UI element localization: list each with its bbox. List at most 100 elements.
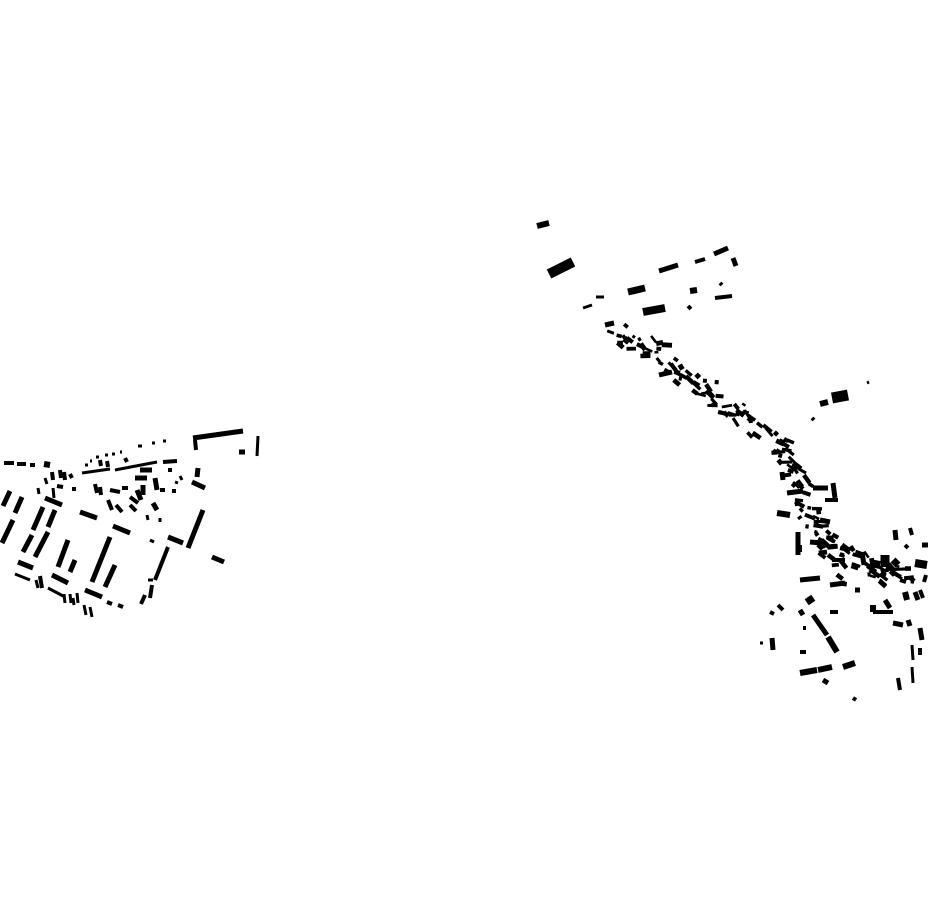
building xyxy=(604,320,615,328)
building xyxy=(830,482,838,499)
building xyxy=(36,487,41,495)
building xyxy=(826,553,836,562)
building xyxy=(839,552,845,557)
building xyxy=(684,369,693,377)
building xyxy=(831,532,840,540)
building xyxy=(730,257,739,267)
building xyxy=(67,559,78,573)
building xyxy=(117,603,124,609)
building xyxy=(721,403,733,409)
building xyxy=(894,564,900,568)
building xyxy=(62,471,67,481)
building xyxy=(887,562,897,573)
building xyxy=(718,281,724,287)
building xyxy=(678,376,683,381)
building xyxy=(694,257,706,264)
building xyxy=(852,552,862,559)
building xyxy=(902,591,910,601)
building xyxy=(869,574,877,579)
building xyxy=(128,503,138,513)
building xyxy=(102,563,118,589)
building xyxy=(807,482,815,489)
building xyxy=(704,388,716,400)
building xyxy=(150,501,160,512)
building xyxy=(58,469,63,479)
building xyxy=(731,417,740,428)
building xyxy=(799,667,818,676)
building xyxy=(30,506,46,531)
building xyxy=(81,467,111,475)
building xyxy=(805,524,810,529)
building xyxy=(88,606,94,618)
building xyxy=(751,430,762,441)
building xyxy=(98,486,103,496)
building xyxy=(792,481,801,489)
building xyxy=(546,257,576,279)
building xyxy=(139,594,147,605)
building xyxy=(56,484,64,489)
building xyxy=(802,490,812,497)
building xyxy=(152,477,160,491)
building xyxy=(643,346,653,353)
building xyxy=(68,593,73,604)
building xyxy=(211,554,225,565)
building xyxy=(917,627,925,641)
building xyxy=(842,547,851,555)
building xyxy=(802,473,812,485)
building xyxy=(790,489,796,495)
building xyxy=(781,447,792,453)
building xyxy=(890,569,902,579)
building xyxy=(627,284,646,296)
building xyxy=(162,459,178,464)
building xyxy=(776,458,784,466)
building xyxy=(850,563,860,571)
building xyxy=(877,572,884,578)
building xyxy=(859,551,867,566)
building xyxy=(819,399,829,407)
building xyxy=(20,533,35,554)
building xyxy=(663,367,672,375)
building xyxy=(912,591,921,601)
building xyxy=(877,579,888,589)
building xyxy=(918,589,925,599)
building xyxy=(804,512,816,521)
building xyxy=(655,356,662,363)
building xyxy=(661,342,673,348)
building xyxy=(89,536,113,583)
building xyxy=(831,562,840,568)
building xyxy=(145,514,150,521)
building xyxy=(914,559,928,569)
building xyxy=(779,471,786,481)
building xyxy=(903,543,910,550)
building xyxy=(32,530,51,559)
building xyxy=(817,664,833,673)
building xyxy=(194,467,201,478)
building xyxy=(880,567,886,573)
building xyxy=(582,303,593,310)
building xyxy=(17,559,34,571)
building xyxy=(114,460,158,472)
building xyxy=(642,304,666,316)
building xyxy=(775,448,782,455)
building xyxy=(704,383,713,393)
building xyxy=(746,413,757,422)
building xyxy=(710,397,718,406)
building xyxy=(722,410,730,418)
building xyxy=(167,534,184,546)
building xyxy=(14,572,31,582)
building xyxy=(0,518,16,545)
building xyxy=(769,610,775,616)
building xyxy=(797,514,803,521)
building xyxy=(123,457,129,463)
building xyxy=(50,471,55,481)
building xyxy=(62,593,67,604)
building xyxy=(50,572,70,586)
building xyxy=(635,342,645,350)
building xyxy=(896,677,902,691)
building xyxy=(672,356,679,363)
building xyxy=(816,543,825,551)
building xyxy=(835,572,845,581)
building xyxy=(781,441,790,449)
building xyxy=(43,461,51,468)
building xyxy=(149,538,155,544)
